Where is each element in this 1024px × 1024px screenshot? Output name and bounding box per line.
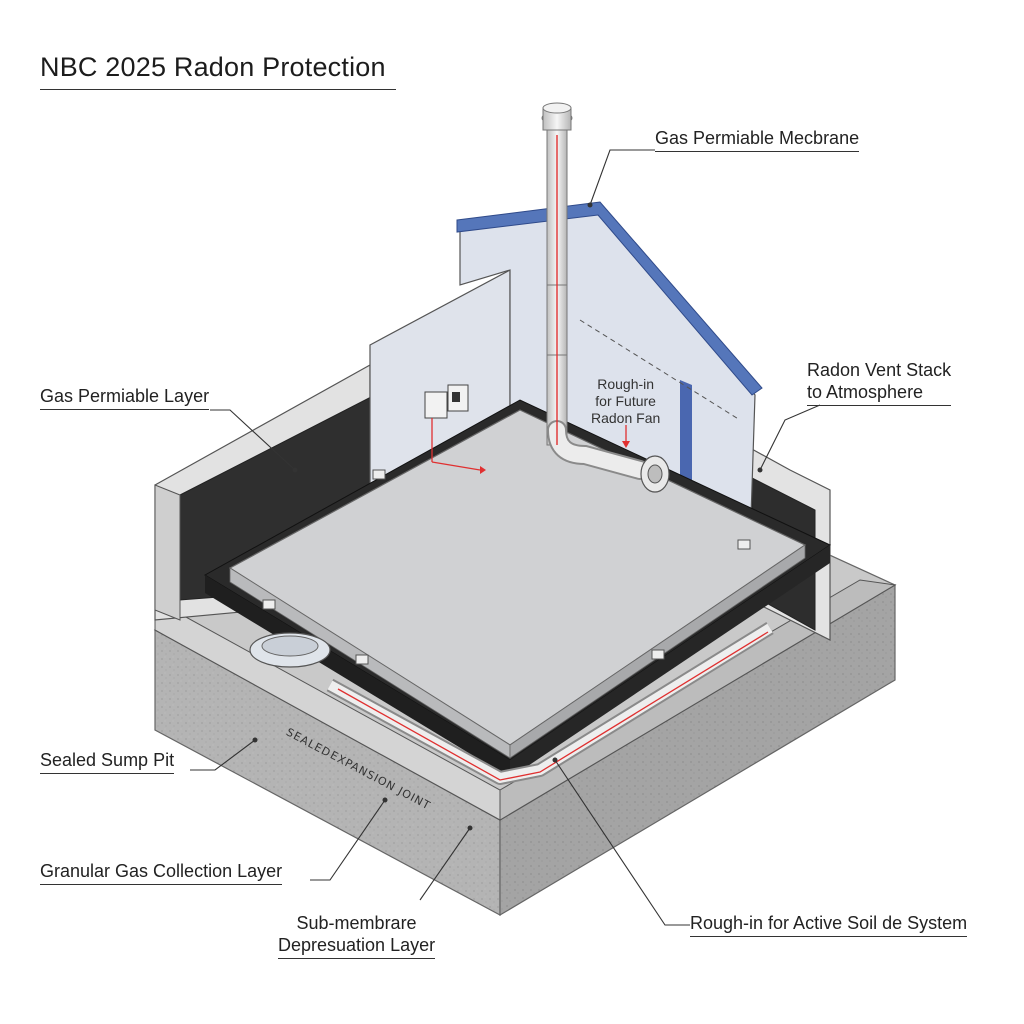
label-sub-membrane: Sub-membrare Depresuation Layer (278, 912, 436, 959)
label-sealed-sump-pit: Sealed Sump Pit (40, 749, 175, 774)
label-gas-permeable-layer: Gas Permiable Layer (40, 385, 210, 410)
radon-vent-stack (541, 102, 670, 493)
slab-brackets (262, 469, 751, 665)
label-granular-layer: Granular Gas Collection Layer (40, 860, 283, 885)
page-title: NBC 2025 Radon Protection (40, 52, 396, 90)
leader-dots (252, 202, 763, 831)
label-rough-in-fan-line3: Radon Fan (591, 410, 661, 426)
sealed-sump-pit (249, 632, 331, 668)
label-radon-vent-stack-line2: to Atmosphere (807, 381, 952, 406)
leader-lines (190, 149, 821, 926)
label-rough-in-soil: Rough-in for Active Soil de System (690, 912, 968, 937)
label-radon-vent-stack: Radon Vent Stack to Atmosphere (807, 359, 952, 406)
label-radon-vent-stack-line1: Radon Vent Stack (807, 360, 952, 380)
label-rough-in-fan-line2: for Future (595, 393, 656, 409)
outlet-box (424, 384, 486, 474)
label-gas-permeable-membrane: Gas Permiable Mecbrane (655, 127, 860, 152)
label-rough-in-fan: Rough-in for Future Radon Fan (591, 376, 660, 427)
label-sub-membrane-line2: Depresuation Layer (278, 934, 436, 959)
label-sub-membrane-line1: Sub-membrare (296, 913, 417, 933)
label-rough-in-fan-line1: Rough-in (597, 376, 655, 392)
perimeter-pipe (326, 622, 774, 785)
